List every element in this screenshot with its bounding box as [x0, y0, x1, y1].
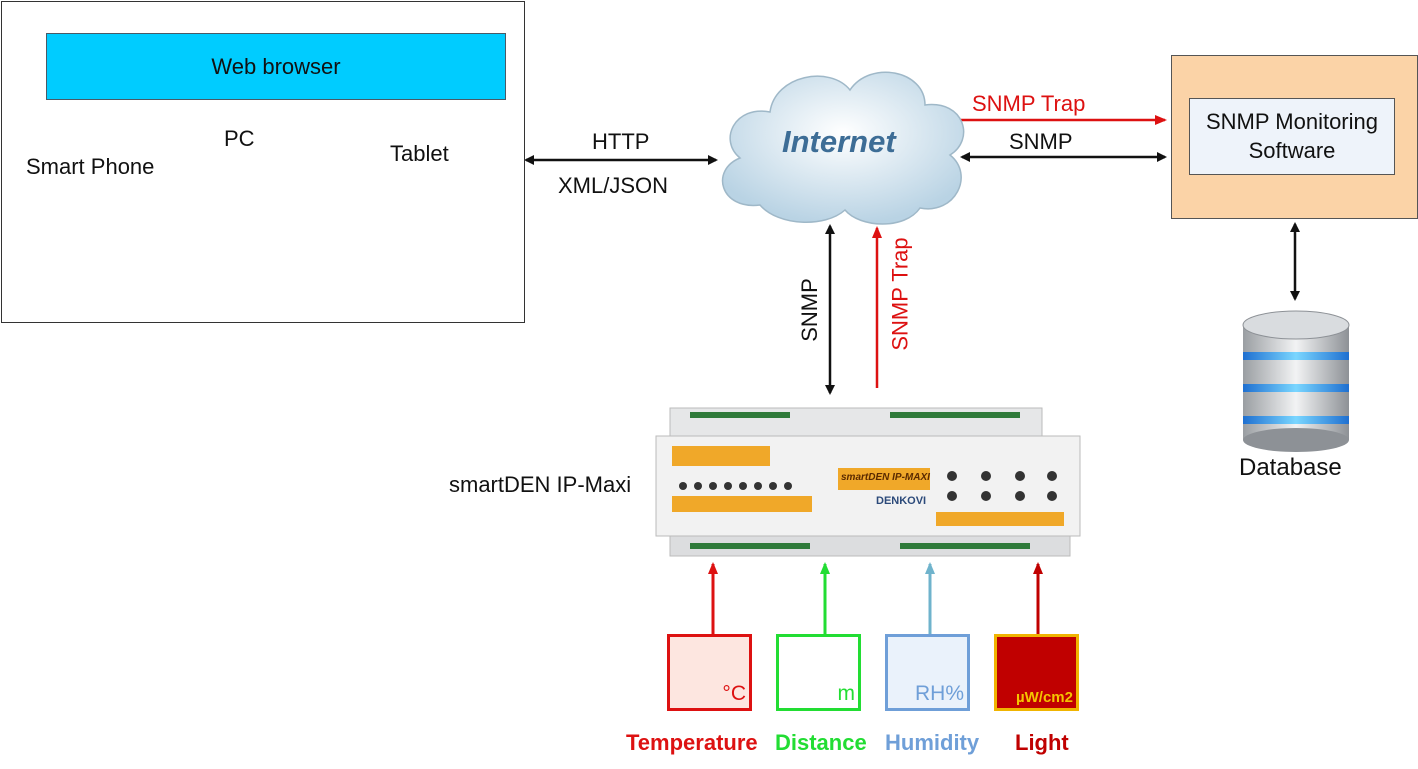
smartden-device-icon — [655, 407, 1081, 557]
pc-label: PC — [224, 126, 255, 151]
distance-label: Distance — [775, 730, 867, 755]
smartphone-label: Smart Phone — [26, 154, 155, 179]
database-icon — [1242, 310, 1350, 452]
snmp-trap-vertical-label: SNMP Trap — [887, 237, 913, 351]
snmp-monitoring-line2: Software — [1248, 137, 1336, 163]
distance-unit: m — [837, 682, 856, 705]
device-label: smartDEN IP-Maxi — [449, 472, 632, 497]
xml-json-label: XML/JSON — [558, 173, 669, 198]
light-unit: µW/cm2 — [1016, 689, 1073, 706]
temperature-sensor: °C — [667, 634, 752, 711]
device-maker: DENKOVI — [876, 495, 927, 507]
humidity-sensor: RH% — [885, 634, 970, 711]
web-browser-label: Web browser — [211, 53, 341, 79]
internet-cloud-icon — [721, 71, 965, 225]
snmp-top-label: SNMP — [1009, 129, 1073, 154]
database-label: Database — [1239, 454, 1342, 481]
tablet-label: Tablet — [390, 141, 449, 166]
device-brand: smartDEN IP-MAXI — [841, 472, 930, 483]
http-label: HTTP — [592, 129, 650, 154]
snmp-monitoring-box: SNMP Monitoring Software — [1189, 98, 1395, 175]
snmp-monitoring-line1: SNMP Monitoring — [1206, 108, 1378, 134]
snmp-trap-top-label: SNMP Trap — [972, 91, 1086, 116]
distance-sensor: m — [776, 634, 861, 711]
temperature-unit: °C — [722, 682, 746, 705]
web-browser-bar: Web browser — [46, 33, 506, 100]
humidity-unit: RH% — [914, 682, 964, 705]
internet-label: Internet — [782, 124, 896, 159]
humidity-label: Humidity — [885, 730, 980, 755]
light-label: Light — [1015, 730, 1069, 755]
snmp-vertical-label: SNMP — [796, 278, 822, 342]
temperature-label: Temperature — [626, 730, 758, 755]
light-sensor: µW/cm2 — [994, 634, 1079, 711]
